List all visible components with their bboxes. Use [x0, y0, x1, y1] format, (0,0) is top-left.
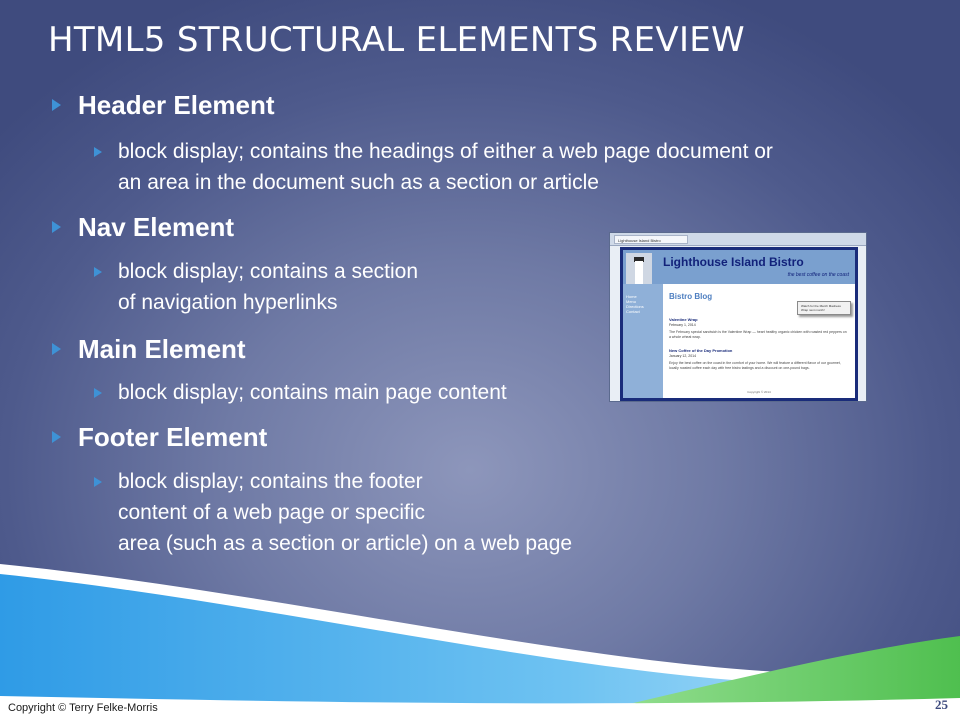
- decorative-waves: [0, 564, 960, 720]
- example-nav-item: Directions: [626, 304, 644, 309]
- triangle-bullet-icon: [94, 388, 102, 398]
- example-post-text: The February special sandwich is the Val…: [669, 330, 847, 339]
- sub-bullet-line: content of a web page or specific: [118, 501, 426, 524]
- bullet-heading: Main Element: [78, 334, 246, 364]
- example-header: Lighthouse Island Bistro the best coffee…: [623, 250, 855, 287]
- example-post-text: Enjoy the best coffee on the coast in th…: [669, 361, 841, 370]
- sub-bullet-line: of navigation hyperlinks: [118, 291, 338, 314]
- lighthouse-lamp: [634, 257, 644, 262]
- lighthouse-tower: [635, 261, 643, 285]
- sub-bullet-text: block display; contains a section of nav…: [118, 256, 418, 318]
- triangle-bullet-icon: [52, 343, 61, 355]
- wave-white-band: [0, 696, 960, 720]
- sub-bullet-line: block display; contains the headings of …: [118, 140, 773, 163]
- slide-title: HTML5 STRUCTURAL ELEMENTS REVIEW: [48, 20, 745, 60]
- sub-bullet-text: block display; contains the footer conte…: [118, 466, 572, 559]
- lighthouse-image: [626, 253, 652, 287]
- example-post-date: February 1, 2014: [669, 323, 696, 327]
- example-site-title: Lighthouse Island Bistro: [663, 255, 804, 269]
- sub-bullet-line: block display; contains a section: [118, 260, 418, 283]
- sub-bullet-line: area (such as a section or article) on a…: [118, 532, 573, 555]
- sub-bullet-text: block display; contains the headings of …: [118, 136, 773, 198]
- example-post-title: Valentine Wrap: [669, 317, 698, 322]
- bullet-heading: Header Element: [78, 90, 275, 120]
- example-post-date: January 12, 2014: [669, 354, 697, 358]
- bullet-main-element: Main Element: [52, 332, 246, 366]
- example-post-title: New Coffee of the Day Promotion: [669, 348, 733, 353]
- sub-bullet-main: block display; contains main page conten…: [94, 377, 507, 408]
- browser-tab: Lighthouse Island Bistro: [614, 235, 688, 244]
- example-nav-item: Contact: [626, 309, 640, 314]
- bullet-header-element: Header Element: [52, 88, 275, 122]
- bullet-footer-element: Footer Element: [52, 420, 267, 454]
- sub-bullet-line: block display; contains main page conten…: [118, 381, 507, 404]
- example-footer: Copyright © 2014: [747, 390, 771, 394]
- triangle-bullet-icon: [94, 477, 102, 487]
- copyright-text: Copyright © Terry Felke-Morris: [8, 702, 158, 714]
- example-nav-item: Menu: [626, 299, 637, 304]
- triangle-bullet-icon: [94, 267, 102, 277]
- triangle-bullet-icon: [52, 99, 61, 111]
- example-callout: Watch for the March Madness Wrap next mo…: [797, 301, 851, 315]
- triangle-bullet-icon: [94, 147, 102, 157]
- sub-bullet-line: an area in the document such as a sectio…: [118, 171, 599, 194]
- sub-bullet-text: block display; contains main page conten…: [118, 377, 507, 408]
- example-nav-item: Home: [626, 294, 637, 299]
- triangle-bullet-icon: [52, 431, 61, 443]
- triangle-bullet-icon: [52, 221, 61, 233]
- example-main: Bistro Blog Watch for the March Madness …: [663, 284, 855, 398]
- example-nav: Home Menu Directions Contact: [623, 284, 663, 398]
- sub-bullet-nav: block display; contains a section of nav…: [94, 256, 418, 318]
- page-number: 25: [935, 697, 948, 712]
- bullet-nav-element: Nav Element: [52, 210, 234, 244]
- sub-bullet-line: block display; contains the footer: [118, 470, 423, 493]
- example-page-screenshot: Lighthouse Island Bistro Lighthouse Isla…: [609, 232, 867, 402]
- example-page: Lighthouse Island Bistro the best coffee…: [620, 247, 858, 401]
- sub-bullet-footer: block display; contains the footer conte…: [94, 466, 572, 559]
- sub-bullet-header: block display; contains the headings of …: [94, 136, 773, 198]
- bullet-heading: Footer Element: [78, 422, 268, 452]
- example-blog-heading: Bistro Blog: [669, 292, 713, 301]
- bullet-heading: Nav Element: [78, 212, 235, 242]
- example-tagline: the best coffee on the coast: [787, 272, 849, 278]
- wave-green: [560, 636, 960, 720]
